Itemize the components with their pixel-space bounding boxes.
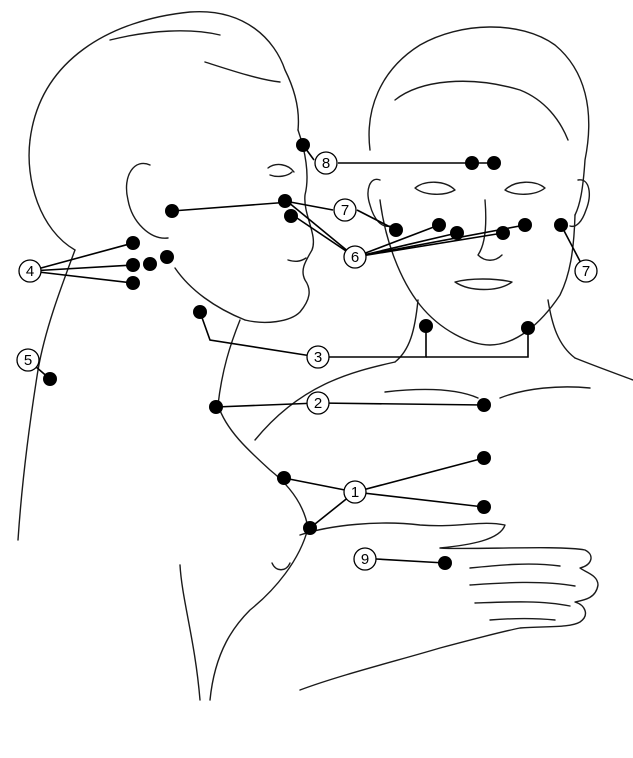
point-marker bbox=[496, 226, 510, 240]
callout-5-text: 5 bbox=[24, 352, 32, 369]
point-marker bbox=[277, 471, 291, 485]
point-marker bbox=[193, 305, 207, 319]
callout-9: 9 bbox=[354, 548, 376, 570]
frontal-head-outline bbox=[369, 27, 589, 215]
frontal-eye-left bbox=[415, 182, 455, 194]
point-marker bbox=[126, 236, 140, 250]
frontal-clavicles bbox=[385, 387, 590, 398]
point-marker bbox=[209, 400, 223, 414]
point-marker bbox=[165, 204, 179, 218]
profile-mouth bbox=[288, 258, 306, 261]
profile-torso-front bbox=[180, 528, 308, 700]
callout-1-text: 1 bbox=[351, 484, 359, 501]
callout-3: 3 bbox=[307, 346, 329, 368]
point-marker bbox=[43, 372, 57, 386]
profile-ear bbox=[127, 163, 168, 238]
profile-face-outline bbox=[245, 130, 313, 322]
point-marker bbox=[389, 223, 403, 237]
callout-1: 1 bbox=[344, 481, 366, 503]
point-marker bbox=[554, 218, 568, 232]
point-marker bbox=[278, 194, 292, 208]
point-marker bbox=[432, 218, 446, 232]
frontal-mouth bbox=[455, 279, 512, 290]
callout-8-text: 8 bbox=[322, 155, 330, 172]
frontal-eye-right bbox=[505, 182, 545, 194]
hand-finger-lines bbox=[470, 564, 575, 620]
point-marker bbox=[284, 209, 298, 223]
callout-6-text: 6 bbox=[351, 249, 359, 266]
frontal-hair-line bbox=[395, 81, 568, 140]
point-marker bbox=[518, 218, 532, 232]
hand-outline bbox=[300, 523, 598, 690]
point-marker bbox=[465, 156, 479, 170]
callout-2-text: 2 bbox=[314, 395, 322, 412]
profile-neck-back bbox=[18, 250, 75, 540]
callout-4: 4 bbox=[19, 260, 41, 282]
point-marker bbox=[126, 276, 140, 290]
profile-eye bbox=[268, 165, 294, 177]
profile-hair-top bbox=[110, 31, 280, 82]
callout-7-left-text: 7 bbox=[341, 202, 349, 219]
point-marker bbox=[419, 319, 433, 333]
profile-front-neck bbox=[218, 320, 308, 528]
point-marker bbox=[521, 321, 535, 335]
callout-7-right-text: 7 bbox=[582, 263, 590, 280]
leader-lines bbox=[28, 145, 582, 563]
callout-5: 5 bbox=[17, 349, 39, 371]
point-marker bbox=[477, 451, 491, 465]
point-marker bbox=[477, 398, 491, 412]
profile-hair-back bbox=[29, 140, 75, 250]
point-marker bbox=[160, 250, 174, 264]
point-marker bbox=[487, 156, 501, 170]
frontal-face-outline bbox=[380, 200, 575, 345]
point-marker bbox=[143, 257, 157, 271]
frontal-ear-left bbox=[368, 179, 390, 226]
callout-8: 8 bbox=[315, 152, 337, 174]
point-marker bbox=[477, 500, 491, 514]
callout-7-right: 7 bbox=[575, 260, 597, 282]
point-marker bbox=[450, 226, 464, 240]
callout-7-left: 7 bbox=[334, 199, 356, 221]
callout-2: 2 bbox=[307, 392, 329, 414]
point-marker bbox=[126, 258, 140, 272]
callout-3-text: 3 bbox=[314, 349, 322, 366]
callout-4-text: 4 bbox=[26, 263, 34, 280]
callout-6: 6 bbox=[344, 246, 366, 268]
point-marker bbox=[438, 556, 452, 570]
point-marker bbox=[303, 521, 317, 535]
profile-jaw bbox=[175, 268, 245, 320]
point-marker bbox=[296, 138, 310, 152]
profile-nipple bbox=[272, 563, 290, 570]
callout-9-text: 9 bbox=[361, 551, 369, 568]
